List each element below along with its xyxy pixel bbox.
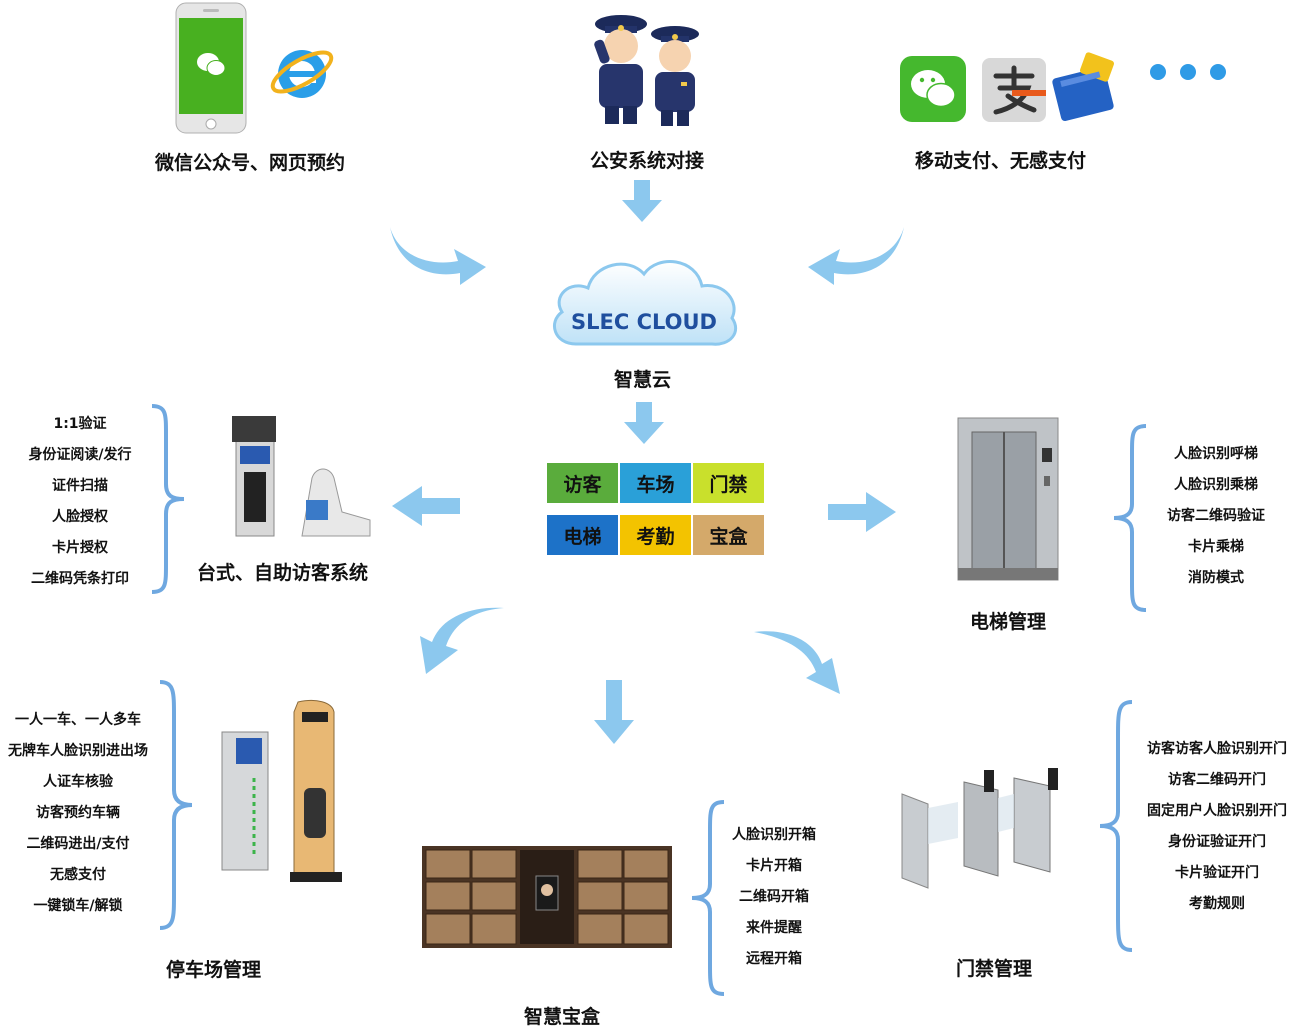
arrow-right-to-elevator	[828, 492, 896, 532]
arrow-left-to-visitor	[392, 486, 460, 526]
list-item: 访客预约车辆	[36, 805, 120, 821]
arrow-down-to-cloud	[622, 180, 662, 222]
elevator-brace	[1113, 424, 1147, 612]
list-item: 来件提醒	[746, 920, 802, 936]
access-label: 门禁管理	[956, 958, 1033, 980]
visitor-label: 台式、自助访客系统	[197, 562, 369, 584]
module-visitor: 访客	[547, 463, 618, 503]
visitor-brace	[151, 404, 185, 594]
visitor-kiosk-image	[230, 416, 376, 538]
list-item: 1:1验证	[53, 416, 107, 432]
list-item: 一键锁车/解锁	[33, 898, 123, 914]
parking-label: 停车场管理	[166, 959, 262, 981]
ie-browser-icon	[268, 38, 336, 106]
list-item: 访客访客人脸识别开门	[1147, 741, 1287, 757]
list-item: 身份证阅读/发行	[28, 447, 132, 463]
wallet-icon	[1050, 46, 1126, 122]
list-item: 人脸授权	[52, 509, 108, 525]
module-attendance: 考勤	[620, 515, 691, 555]
list-item: 固定用户人脸识别开门	[1147, 803, 1287, 819]
list-item: 无感支付	[50, 867, 106, 883]
more-dots-icon	[1146, 62, 1230, 82]
cloud-icon	[546, 252, 742, 352]
arrow-down-to-modules	[624, 402, 664, 444]
top-right-label: 移动支付、无感支付	[915, 150, 1087, 172]
cloud-label: 智慧云	[614, 369, 672, 391]
visitor-feature-list: 1:1验证 身份证阅读/发行 证件扫描 人脸授权 卡片授权 二维码凭条打印	[10, 409, 150, 595]
list-item: 无牌车人脸识别进出场	[8, 743, 148, 759]
arrow-curve-to-parking	[420, 607, 504, 674]
cloud-text: SLEC CLOUD	[571, 310, 717, 334]
list-item: 访客二维码开门	[1168, 772, 1266, 788]
arrow-down-to-locker	[594, 680, 634, 744]
module-locker: 宝盒	[693, 515, 764, 555]
locker-label: 智慧宝盒	[524, 1006, 601, 1028]
parking-feature-list: 一人一车、一人多车 无牌车人脸识别进出场 人证车核验 访客预约车辆 二维码进出/…	[2, 705, 154, 922]
parking-device-image	[220, 698, 348, 884]
locker-brace	[691, 800, 725, 996]
list-item: 卡片验证开门	[1175, 865, 1259, 881]
elevator-feature-list: 人脸识别呼梯 人脸识别乘梯 访客二维码验证 卡片乘梯 消防模式	[1146, 439, 1286, 594]
module-grid: 访客 车场 门禁 电梯 考勤 宝盒	[547, 463, 765, 555]
list-item: 访客二维码验证	[1167, 508, 1265, 524]
list-item: 消防模式	[1188, 570, 1244, 586]
list-item: 卡片乘梯	[1188, 539, 1244, 555]
access-feature-list: 访客访客人脸识别开门 访客二维码开门 固定用户人脸识别开门 身份证验证开门 卡片…	[1138, 734, 1296, 920]
parking-brace	[159, 680, 193, 930]
module-parking: 车场	[620, 463, 691, 503]
list-item: 人脸识别呼梯	[1174, 446, 1258, 462]
list-item: 二维码凭条打印	[31, 571, 129, 587]
list-item: 人证车核验	[43, 774, 113, 790]
arrow-curve-to-access	[754, 631, 840, 694]
elevator-image	[957, 417, 1059, 581]
locker-image	[422, 846, 672, 948]
access-brace	[1099, 700, 1133, 952]
list-item: 远程开箱	[746, 951, 802, 967]
arrow-right-curve-to-cloud	[808, 227, 904, 285]
top-left-label: 微信公众号、网页预约	[155, 152, 346, 174]
list-item: 人脸识别乘梯	[1174, 477, 1258, 493]
list-item: 证件扫描	[52, 478, 108, 494]
list-item: 卡片授权	[52, 540, 108, 556]
top-center-label: 公安系统对接	[590, 150, 705, 172]
list-item: 身份证验证开门	[1168, 834, 1266, 850]
module-access: 门禁	[693, 463, 764, 503]
locker-feature-list: 人脸识别开箱 卡片开箱 二维码开箱 来件提醒 远程开箱	[706, 820, 842, 975]
list-item: 卡片开箱	[746, 858, 802, 874]
list-item: 二维码开箱	[739, 889, 809, 905]
alipay-icon	[982, 58, 1046, 122]
list-item: 人脸识别开箱	[732, 827, 816, 843]
elevator-label: 电梯管理	[970, 611, 1047, 633]
wechat-icon	[900, 56, 966, 122]
access-gate-image	[898, 768, 1078, 892]
list-item: 一人一车、一人多车	[15, 712, 141, 728]
police-officers-icon	[583, 12, 711, 130]
list-item: 二维码进出/支付	[26, 836, 130, 852]
list-item: 考勤规则	[1189, 896, 1245, 912]
phone-wechat-icon	[175, 2, 247, 134]
arrow-left-curve-to-cloud	[390, 227, 486, 285]
module-elevator: 电梯	[547, 515, 618, 555]
